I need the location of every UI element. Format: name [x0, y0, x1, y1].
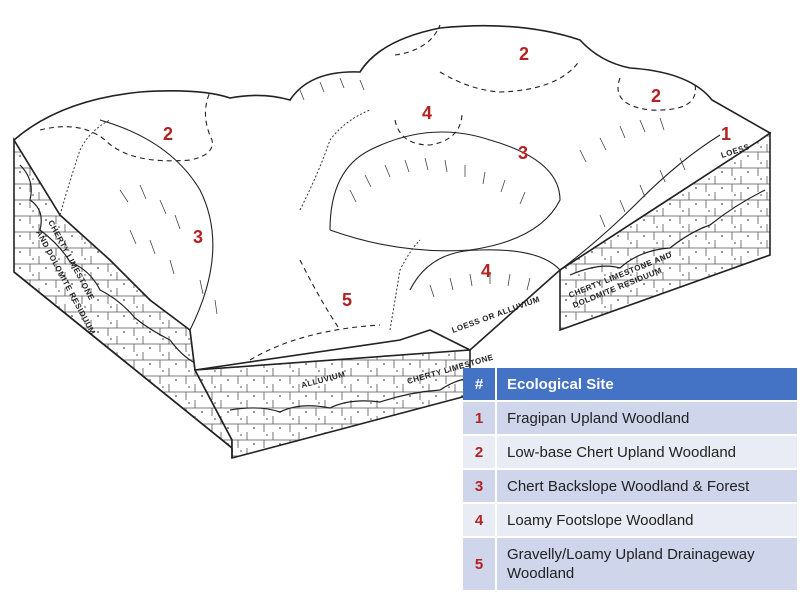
legend-row-site: Gravelly/Loamy Upland Drainageway Woodla…: [496, 536, 799, 590]
legend-header-number: #: [463, 368, 497, 401]
zone-number: 2: [651, 86, 661, 106]
zone-number: 3: [518, 143, 528, 163]
legend-row-number: 1: [463, 400, 497, 435]
legend-row-site: Low-base Chert Upland Woodland: [496, 434, 799, 469]
zone-number: 1: [721, 124, 731, 144]
legend-row: 2 Low-base Chert Upland Woodland: [463, 434, 799, 469]
zone-number: 2: [163, 124, 173, 144]
zone-number: 3: [193, 227, 203, 247]
ecological-site-legend: # Ecological Site 1 Fragipan Upland Wood…: [463, 368, 799, 590]
legend-row-number: 4: [463, 502, 497, 537]
legend-row-number: 5: [463, 536, 497, 590]
zone-number: 2: [519, 44, 529, 64]
legend-row-site: Loamy Footslope Woodland: [496, 502, 799, 537]
legend-row-site: Chert Backslope Woodland & Forest: [496, 468, 799, 503]
legend-header-site: Ecological Site: [496, 368, 799, 401]
legend-row-site: Fragipan Upland Woodland: [496, 400, 799, 435]
zone-number: 5: [342, 290, 352, 310]
legend-header-row: # Ecological Site: [463, 368, 799, 401]
zone-numbers: 2 2 2 1 4 3 3 4 5: [163, 44, 731, 310]
legend-row-number: 3: [463, 468, 497, 503]
legend-row: 3 Chert Backslope Woodland & Forest: [463, 468, 799, 503]
zone-number: 4: [422, 103, 432, 123]
legend-row-number: 2: [463, 434, 497, 469]
legend-row: 4 Loamy Footslope Woodland: [463, 502, 799, 537]
legend-row: 1 Fragipan Upland Woodland: [463, 400, 799, 435]
zone-number: 4: [481, 261, 491, 281]
legend-row: 5 Gravelly/Loamy Upland Drainageway Wood…: [463, 536, 799, 590]
terrain-top: [12, 24, 772, 371]
